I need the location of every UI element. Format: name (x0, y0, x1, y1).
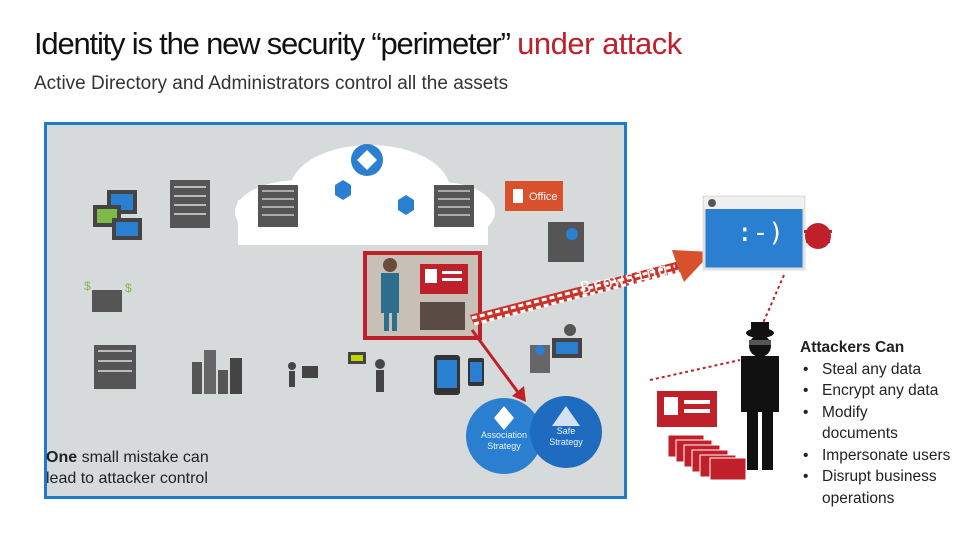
mistake-bold: One (46, 449, 78, 466)
money-printer-icon: $ $ (84, 279, 132, 312)
attacker-item: Steal any data (800, 359, 950, 381)
laptop-icon (420, 302, 465, 330)
page-subtitle: Active Directory and Administrators cont… (34, 73, 509, 94)
title-main: Identity is the new security “perimeter” (34, 26, 511, 61)
mistake-note: One small mistake can lead to attacker c… (46, 447, 209, 489)
cloud-diamond-icon (351, 144, 383, 176)
attackers-list: Attackers Can Steal any data Encrypt any… (800, 337, 950, 509)
circle-left-label: Association Strategy (480, 430, 528, 451)
attackers-heading: Attackers Can (800, 339, 905, 356)
stolen-id-cards-stack (667, 434, 747, 481)
strategy-circle-left (466, 398, 542, 474)
mistake-line2: lead to attacker control (46, 470, 208, 487)
city-buildings-icon (192, 350, 242, 394)
screen-face-text: :-) (737, 218, 784, 248)
compromise-arrow (470, 329, 522, 396)
svg-text:$: $ (125, 281, 132, 295)
attacker-item: Encrypt any data (800, 380, 950, 402)
cube-icon (335, 180, 414, 215)
server-rack-icon (258, 185, 474, 227)
back-icon (708, 199, 716, 207)
attacker-item-continuation: documents (822, 425, 898, 442)
office-label: Office (529, 191, 558, 203)
admin-person-icon (381, 258, 399, 331)
monitor-icon (93, 190, 142, 240)
id-card-icon (420, 264, 468, 294)
server-left-icon (94, 180, 584, 389)
attacker-item-continuation: operations (822, 489, 895, 507)
office-icon (513, 189, 523, 203)
svg-text:$: $ (84, 279, 91, 293)
mistake-rest: small mistake can (77, 449, 209, 466)
circle-right-label: Safe Strategy (549, 426, 583, 447)
attacker-item: Modify (800, 402, 950, 424)
office-workers-icon (530, 324, 582, 373)
bug-icon (804, 223, 832, 249)
title-accent: under attack (517, 26, 682, 61)
attacker-item: Disrupt business (800, 466, 950, 488)
attacker-item: Impersonate users (800, 445, 950, 467)
page-title: Identity is the new security “perimeter”… (34, 26, 682, 62)
hacker-icon (741, 322, 779, 470)
people-devices-icon (288, 352, 484, 395)
strategy-circle-right (530, 396, 602, 468)
stolen-id-card-icon (657, 391, 717, 427)
